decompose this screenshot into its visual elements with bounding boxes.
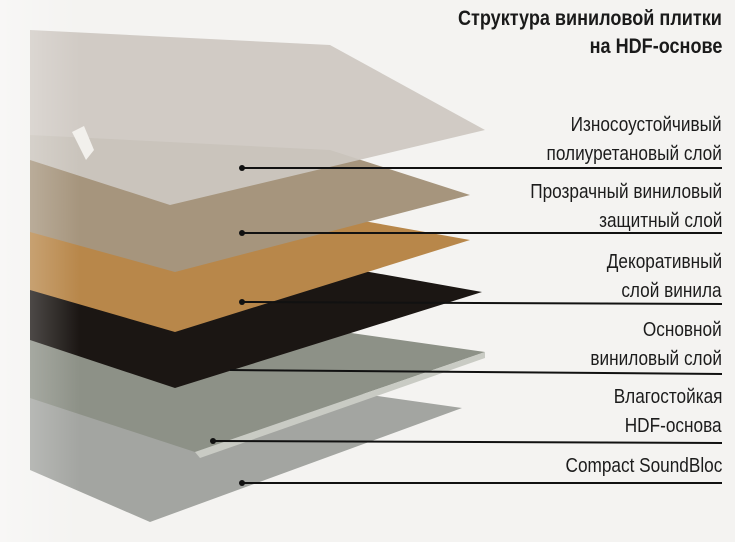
leader-dot [239,230,245,236]
label-wear-layer-2: полиуретановый слой [546,143,722,165]
label-soundbloc: Compact SoundBloc [565,455,722,477]
leader-dot [239,165,245,171]
label-base-vinyl-1: Основной [643,319,722,341]
leader-dot [239,299,245,305]
label-clear-vinyl-1: Прозрачный виниловый [530,181,722,203]
leader-dot [239,480,245,486]
label-base-vinyl-2: виниловый слой [590,348,722,370]
leader-lines [212,167,723,484]
diagram-title-line2: на HDF-основе [589,35,722,58]
label-hdf-2: HDF-основа [625,415,722,437]
layer-hdf-edge [195,352,485,458]
leader-dot [210,438,216,444]
diagram-title-line1: Структура виниловой плитки [458,7,722,30]
label-clear-vinyl-2: защитный слой [598,210,722,232]
label-hdf-1: Влагостойкая [613,386,722,408]
layer-wear [30,30,485,205]
label-decorative-1: Декоративный [606,251,722,273]
label-decorative-2: слой винила [621,280,722,302]
label-wear-layer-1: Износоустойчивый [570,114,722,136]
